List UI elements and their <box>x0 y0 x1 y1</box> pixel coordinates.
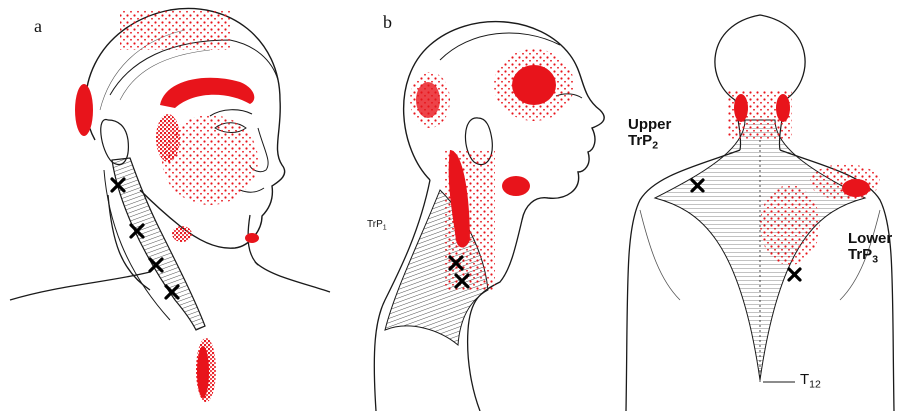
panel-a-referral-crown <box>120 10 230 50</box>
panel-a-ear <box>101 120 129 165</box>
t12-label: T12 <box>800 372 821 391</box>
trp1-label: TrP1 <box>367 220 387 232</box>
lower-label-text: Lower <box>848 231 902 247</box>
panel-a-referral-forehead <box>160 78 254 108</box>
t12-label-text: T <box>800 371 809 388</box>
panel-a-referral-occipital <box>75 84 93 136</box>
panel-a-illustration <box>10 8 330 402</box>
panel-label-a: a <box>34 16 42 37</box>
upper-trp2-label: Upper TrP2 <box>628 117 671 151</box>
lower-trp3-label: Lower TrP3 <box>848 231 902 265</box>
panel-b-back-head <box>715 15 805 100</box>
trp1-label-text: TrP <box>367 219 383 230</box>
upper-label-text: Upper <box>628 117 671 133</box>
trigger-point-marker <box>789 269 800 280</box>
trp2-label-subscript: 2 <box>652 139 658 151</box>
t12-label-subscript: 12 <box>809 379 821 391</box>
panel-a-referral-throat <box>172 226 192 242</box>
trp3-label-text: TrP <box>848 246 872 263</box>
panel-b-referral-jaw <box>502 176 530 196</box>
trp1-label-subscript: 1 <box>383 224 387 231</box>
panel-label-b: b <box>383 12 392 33</box>
panel-b-referral-interscapular <box>760 185 820 265</box>
panel-a-referral-chin <box>245 233 259 243</box>
panel-a-referral-temple <box>156 114 180 162</box>
trp3-label-subscript: 3 <box>872 253 878 265</box>
panel-b-profile-illustration <box>374 22 604 411</box>
trp2-label-text: TrP <box>628 132 652 149</box>
panel-b-posterior-illustration <box>626 15 894 411</box>
